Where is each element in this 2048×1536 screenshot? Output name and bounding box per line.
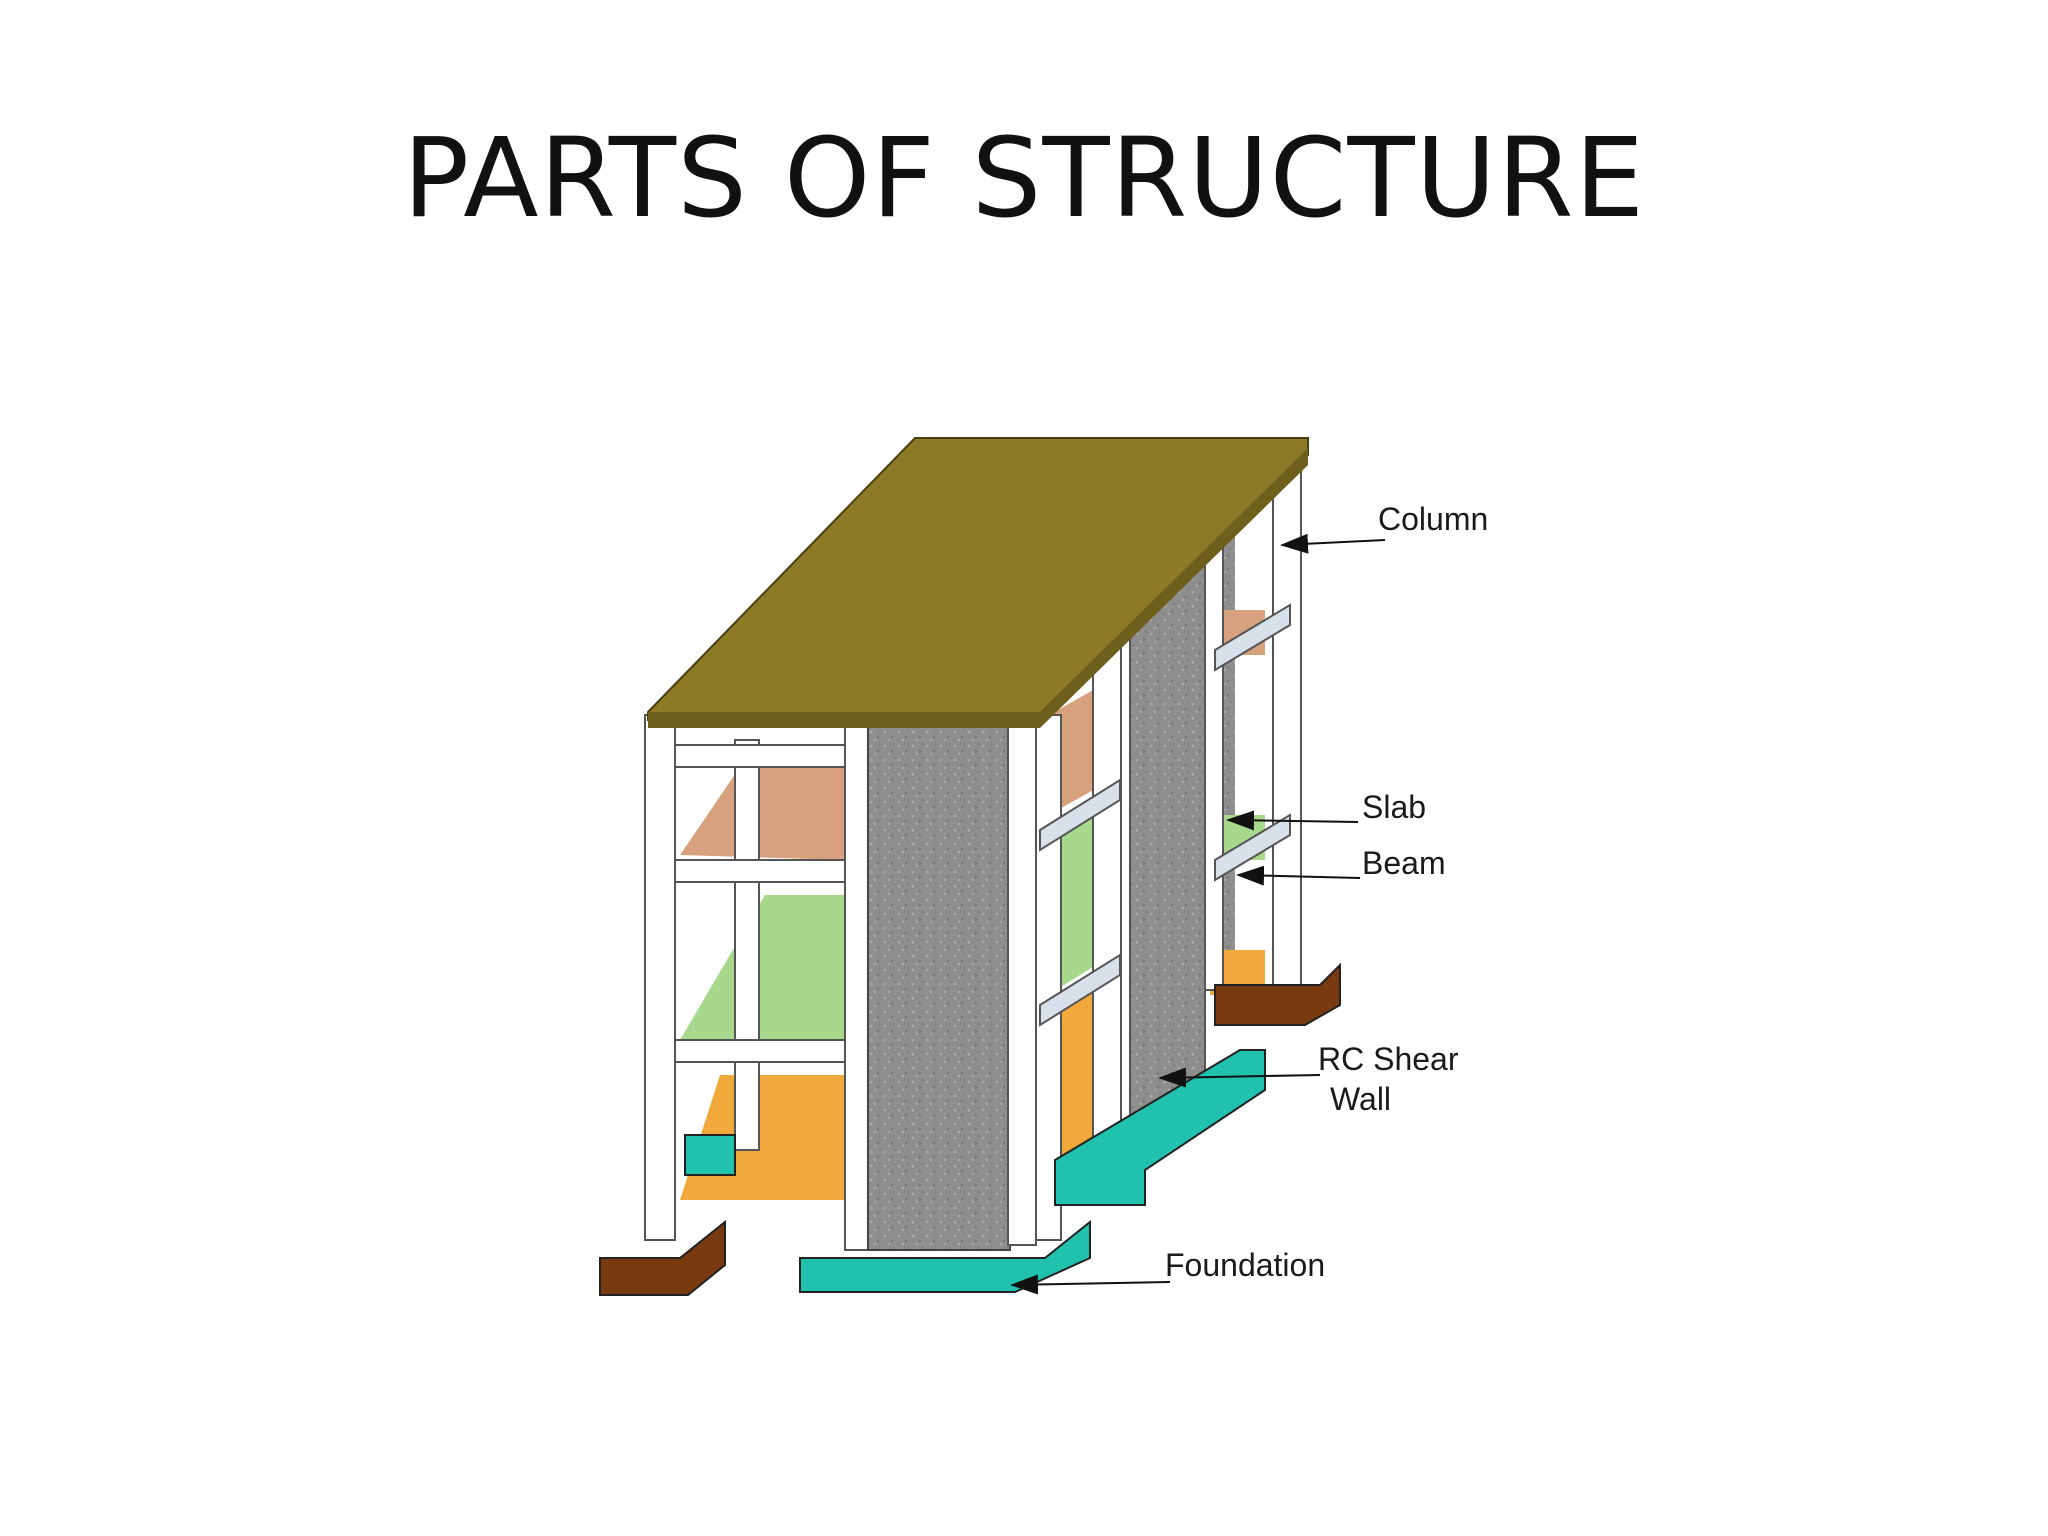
column-back-right: [1272, 469, 1302, 991]
label-shear-wall-2: Wall: [1330, 1081, 1391, 1117]
back-frame: [1202, 469, 1341, 1026]
beam-front-2: [674, 1039, 846, 1063]
side-frame: [1032, 558, 1266, 1241]
column-front-left: [644, 714, 676, 1241]
label-column: Column: [1378, 501, 1488, 537]
footing-back-right: [1214, 962, 1341, 1026]
roof-slab: [647, 437, 1309, 728]
label-shear-wall-1: RC Shear: [1318, 1041, 1459, 1077]
rc-shear-wall: [1129, 558, 1206, 1122]
column-front-right: [1007, 714, 1037, 1246]
label-beam: Beam: [1362, 845, 1446, 881]
slide-title: PARTS OF STRUCTURE: [402, 114, 1646, 242]
foundation-pad-side: [1054, 1049, 1266, 1206]
footing-front-left: [599, 1219, 726, 1296]
arrow-slab: [1226, 810, 1359, 831]
arrow-beam: [1236, 865, 1361, 886]
arrow-shear-wall: [1158, 1067, 1321, 1088]
label-foundation: Foundation: [1165, 1247, 1325, 1283]
beam-front-1: [674, 859, 846, 883]
callouts: Column Slab Beam RC Shear Wall Foundatio…: [1010, 501, 1488, 1295]
slab-middle: [680, 895, 845, 1040]
slab-upper: [680, 745, 845, 860]
front-shear-wall: [867, 721, 1011, 1251]
label-slab: Slab: [1362, 789, 1426, 825]
beam-front-top: [674, 744, 846, 768]
column-side-front: [1032, 714, 1062, 1241]
arrow-foundation: [1010, 1274, 1171, 1295]
column-side-mid: [1092, 644, 1122, 1156]
foundation-pad-front: [799, 1219, 1091, 1293]
arrow-column: [1280, 533, 1386, 554]
front-frame: [599, 714, 1091, 1296]
